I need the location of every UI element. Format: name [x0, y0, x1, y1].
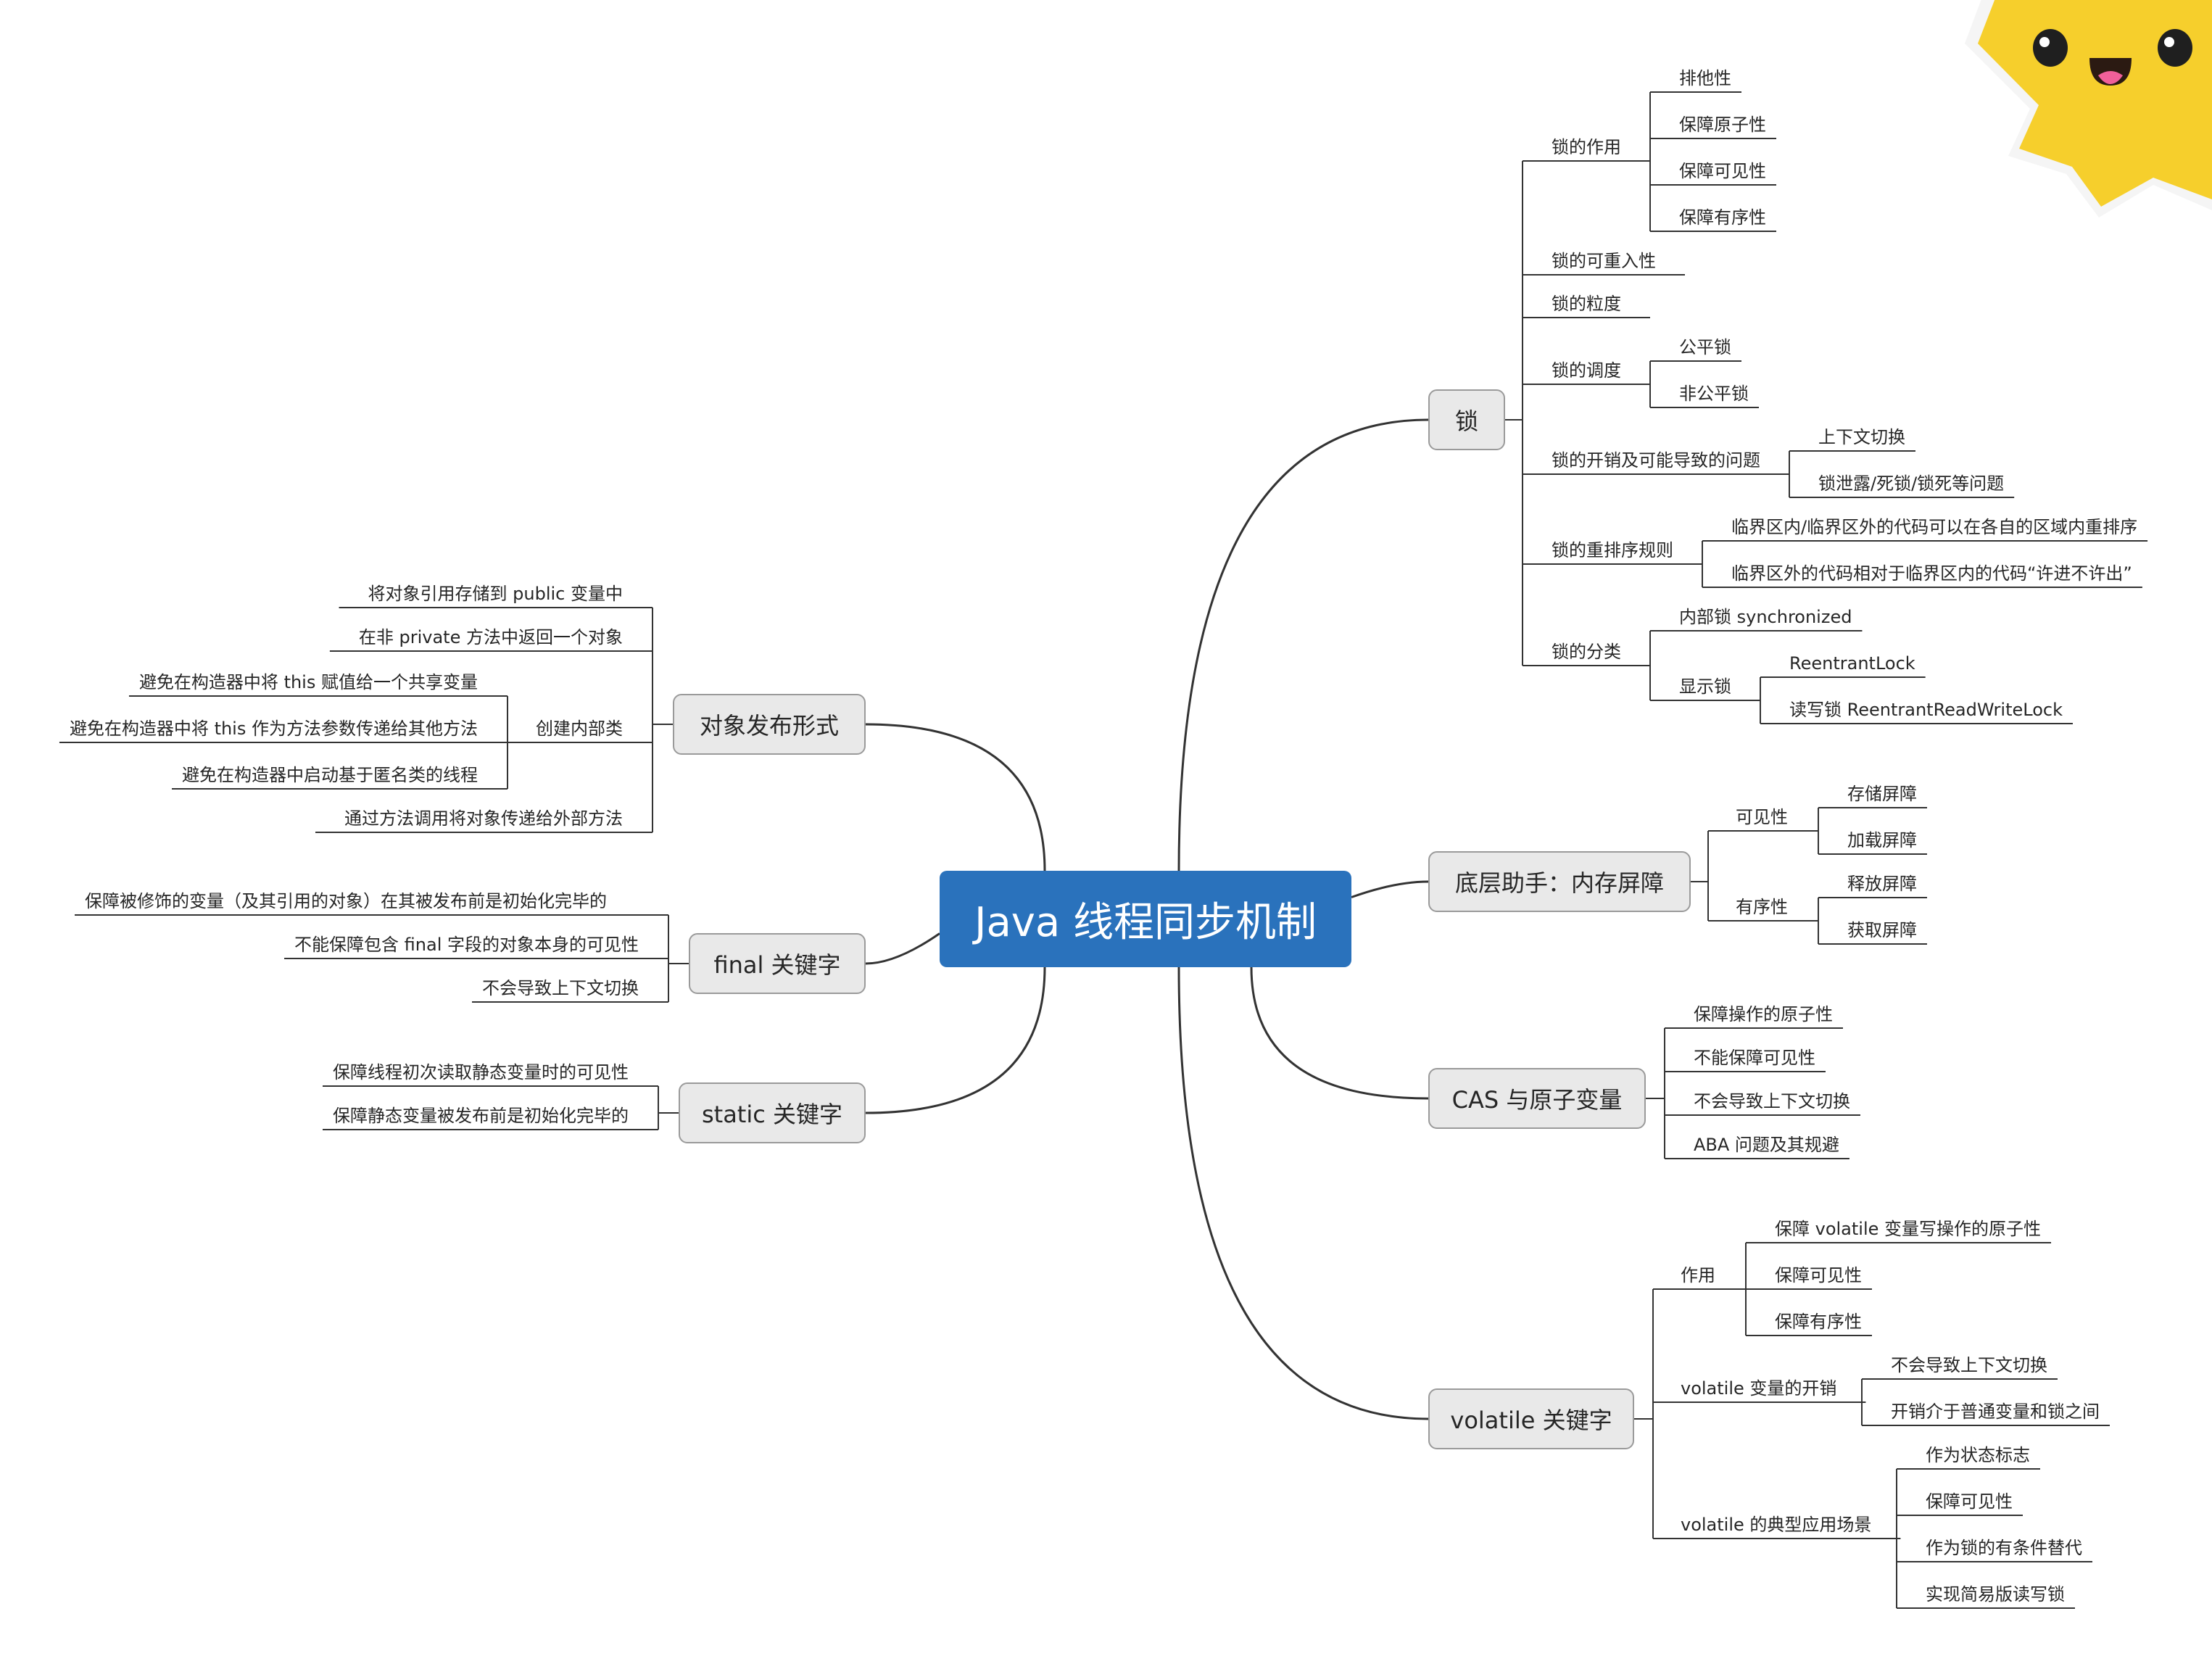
curve-branch-lock — [1177, 418, 1429, 871]
lock-reorder[interactable]: 锁的重排序规则 — [1552, 540, 1673, 560]
cas-no-visibility[interactable]: 不能保障可见性 — [1694, 1048, 1815, 1068]
branch-cas[interactable]: CAS 与原子变量 — [1428, 1068, 1646, 1129]
inner-class-avoid-assign[interactable]: 避免在构造器中将 this 赋值给一个共享变量 — [138, 672, 478, 692]
lock-reorder-rule1[interactable]: 临界区内/临界区外的代码可以在各自的区域内重排序 — [1731, 517, 2138, 537]
root-node[interactable]: Java 线程同步机制 — [940, 871, 1351, 967]
publish-non-private-return[interactable]: 在非 private 方法中返回一个对象 — [358, 627, 623, 647]
curve-branch-static — [865, 966, 1046, 1114]
static-init-before-publish[interactable]: 保障静态变量被发布前是初始化完毕的 — [333, 1106, 629, 1126]
final-no-object-visibility[interactable]: 不能保障包含 final 字段的对象本身的可见性 — [294, 935, 639, 955]
branch-final[interactable]: final 关键字 — [689, 933, 866, 994]
branch-memory-barrier[interactable]: 底层助手：内存屏障 — [1428, 851, 1691, 912]
inner-class-avoid-thread[interactable]: 避免在构造器中启动基于匿名类的线程 — [182, 765, 478, 785]
lock-overhead[interactable]: 锁的开销及可能导致的问题 — [1552, 450, 1760, 471]
barrier-ordering[interactable]: 有序性 — [1736, 897, 1788, 917]
volatile-usage-flag[interactable]: 作为状态标志 — [1926, 1445, 2030, 1465]
curve-branch-final — [865, 932, 940, 965]
inner-class-avoid-param[interactable]: 避免在构造器中将 this 作为方法参数传递给其他方法 — [69, 719, 478, 739]
volatile-overhead-cost[interactable]: 开销介于普通变量和锁之间 — [1891, 1401, 2100, 1422]
volatile-purpose-ordering[interactable]: 保障有序性 — [1775, 1312, 1862, 1332]
lock-unfair[interactable]: 非公平锁 — [1679, 384, 1749, 404]
curve-branch-memory-barrier — [1351, 880, 1429, 898]
static-first-read-visibility[interactable]: 保障线程初次读取静态变量时的可见性 — [333, 1062, 629, 1082]
branch-volatile[interactable]: volatile 关键字 — [1428, 1388, 1634, 1449]
lock-purpose-visibility[interactable]: 保障可见性 — [1679, 161, 1766, 181]
lock-purpose-exclusive[interactable]: 排他性 — [1679, 68, 1731, 88]
lock-types[interactable]: 锁的分类 — [1552, 642, 1621, 662]
publish-public-field[interactable]: 将对象引用存储到 public 变量中 — [368, 584, 623, 604]
lock-synchronized[interactable]: 内部锁 synchronized — [1679, 607, 1852, 627]
lock-granularity[interactable]: 锁的粒度 — [1552, 294, 1621, 314]
branch-static[interactable]: static 关键字 — [679, 1082, 866, 1143]
volatile-usage-lock-alt[interactable]: 作为锁的有条件替代 — [1926, 1538, 2082, 1558]
lock-reentrantlock[interactable]: ReentrantLock — [1789, 653, 1915, 674]
lock-scheduling[interactable]: 锁的调度 — [1552, 360, 1621, 381]
lock-reentrancy[interactable]: 锁的可重入性 — [1552, 251, 1656, 271]
lock-overhead-context-switch[interactable]: 上下文切换 — [1818, 427, 1905, 447]
volatile-usage[interactable]: volatile 的典型应用场景 — [1681, 1515, 1872, 1535]
branch-object-publish[interactable]: 对象发布形式 — [673, 694, 866, 755]
lock-purpose-atomicity[interactable]: 保障原子性 — [1679, 115, 1766, 135]
cas-no-context-switch[interactable]: 不会导致上下文切换 — [1694, 1091, 1850, 1111]
branch-lock[interactable]: 锁 — [1428, 389, 1505, 450]
final-init-guarantee[interactable]: 保障被修饰的变量（及其引用的对象）在其被发布前是初始化完毕的 — [85, 891, 607, 911]
volatile-usage-rwlock[interactable]: 实现简易版读写锁 — [1926, 1584, 2065, 1604]
lock-purpose[interactable]: 锁的作用 — [1552, 137, 1621, 157]
barrier-store[interactable]: 存储屏障 — [1847, 784, 1917, 804]
lock-reorder-rule2[interactable]: 临界区外的代码相对于临界区内的代码“许进不许出” — [1731, 563, 2132, 584]
barrier-acquire[interactable]: 获取屏障 — [1847, 920, 1917, 940]
curve-branch-volatile — [1177, 966, 1429, 1420]
volatile-purpose[interactable]: 作用 — [1681, 1265, 1715, 1285]
lock-explicit[interactable]: 显示锁 — [1679, 676, 1731, 697]
barrier-visibility[interactable]: 可见性 — [1736, 807, 1788, 827]
cas-aba[interactable]: ABA 问题及其规避 — [1694, 1135, 1839, 1155]
cas-atomicity[interactable]: 保障操作的原子性 — [1694, 1004, 1833, 1024]
lock-rwlock[interactable]: 读写锁 ReentrantReadWriteLock — [1789, 700, 2063, 720]
volatile-usage-visibility[interactable]: 保障可见性 — [1926, 1491, 2013, 1512]
barrier-release[interactable]: 释放屏障 — [1847, 874, 1917, 894]
curve-branch-cas — [1250, 966, 1429, 1100]
lock-fair[interactable]: 公平锁 — [1679, 337, 1731, 357]
curve-branch-object-publish — [865, 723, 1046, 871]
volatile-overhead[interactable]: volatile 变量的开销 — [1681, 1378, 1837, 1399]
star-mascot-icon — [1965, 0, 2212, 218]
lock-overhead-deadlock[interactable]: 锁泄露/死锁/锁死等问题 — [1818, 473, 2005, 494]
barrier-load[interactable]: 加载屏障 — [1847, 830, 1917, 850]
volatile-overhead-no-switch[interactable]: 不会导致上下文切换 — [1891, 1355, 2047, 1375]
publish-method-call[interactable]: 通过方法调用将对象传递给外部方法 — [344, 808, 623, 829]
volatile-purpose-atomic-write[interactable]: 保障 volatile 变量写操作的原子性 — [1775, 1219, 2042, 1239]
publish-inner-class[interactable]: 创建内部类 — [536, 719, 623, 739]
final-no-context-switch[interactable]: 不会导致上下文切换 — [482, 978, 639, 998]
lock-purpose-ordering[interactable]: 保障有序性 — [1679, 207, 1766, 228]
volatile-purpose-visibility[interactable]: 保障可见性 — [1775, 1265, 1862, 1285]
